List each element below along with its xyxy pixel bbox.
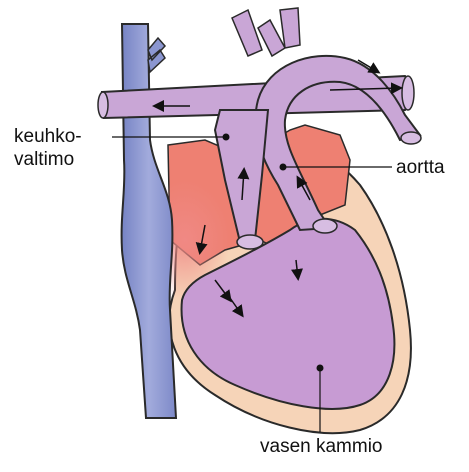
pointer-dot (280, 164, 287, 171)
pulmonary-branch-end-right (402, 76, 414, 110)
pointer-dot (223, 134, 230, 141)
aortic-arch-end (401, 132, 421, 144)
aortic-valve (313, 219, 337, 233)
pointer-dot (317, 365, 324, 372)
vena-cava-branch (148, 38, 165, 72)
label-pulmonary-artery-line2: valtimo (14, 149, 74, 171)
pulmonary-branch-end (98, 92, 108, 118)
label-aorta: aortta (396, 157, 445, 179)
pulmonary-valve (237, 235, 263, 249)
label-left-ventricle: vasen kammio (260, 436, 383, 458)
aortic-arch-branches (232, 8, 300, 56)
vena-cava (122, 24, 176, 418)
label-pulmonary-artery-line1: keuhko- (14, 126, 82, 148)
